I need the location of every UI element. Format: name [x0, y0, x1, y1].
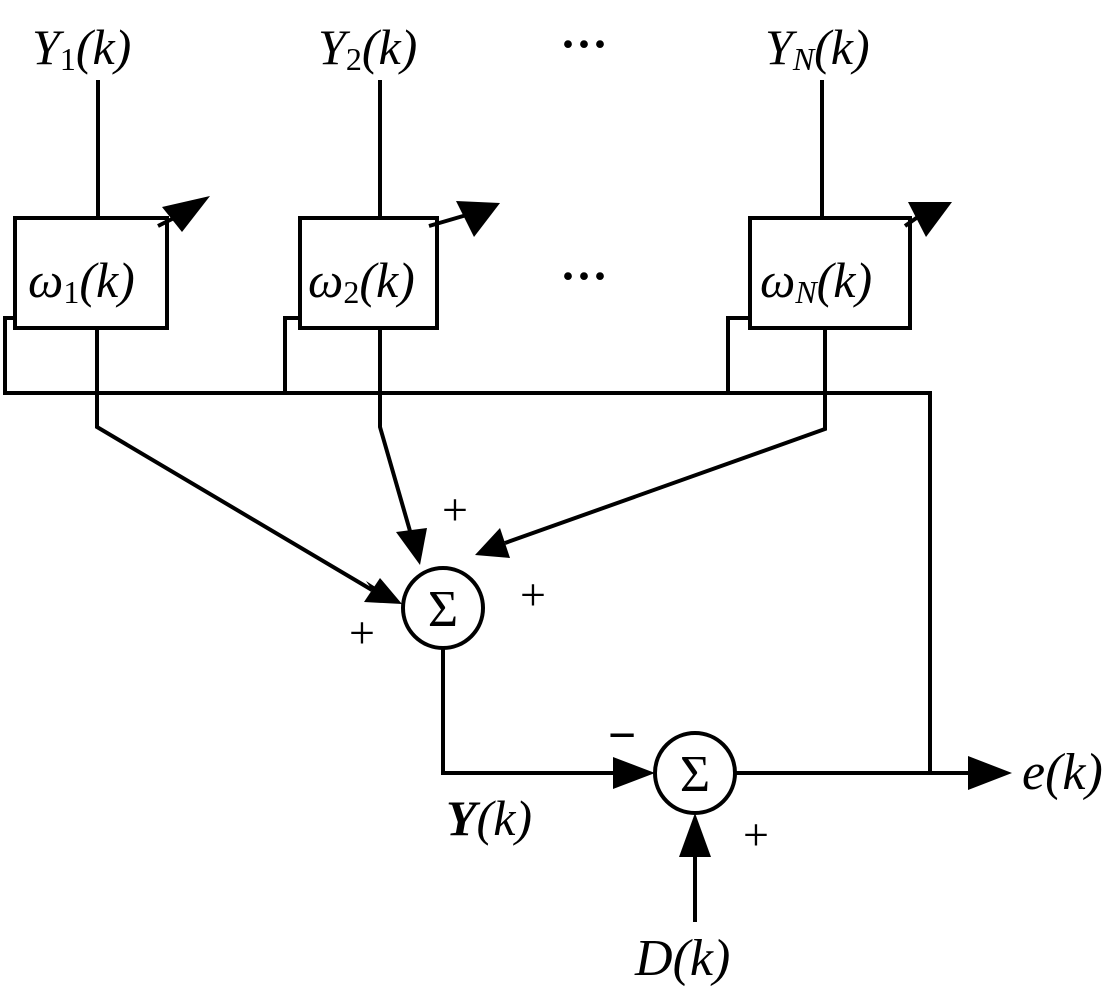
weighted-path-n	[504, 328, 827, 545]
sign-plus-right: +	[520, 569, 546, 620]
adaptive-arrow-icon-n	[903, 202, 952, 237]
arrowhead-output	[613, 757, 655, 789]
weighted-path-2	[378, 328, 412, 532]
ellipsis-top: ···	[560, 18, 608, 71]
weight-box-n	[748, 216, 912, 330]
input-label-1: Y1(k)	[32, 19, 131, 77]
weight-label-n: ωN(k)	[760, 252, 872, 310]
weight-label-2: ω2(k)	[308, 252, 415, 310]
adaptive-arrow-icon-2	[428, 201, 500, 237]
arrowhead-error	[968, 756, 1012, 790]
desired-label: D(k)	[634, 930, 730, 987]
sum-symbol-1: Σ	[428, 581, 458, 638]
output-label: Y(k)	[446, 790, 532, 846]
sign-plus-left: +	[349, 607, 375, 658]
sign-minus: −	[608, 707, 637, 763]
arrowhead-n	[475, 528, 510, 558]
weight-label-1: ω1(k)	[28, 252, 135, 310]
feedback-tap-n	[726, 316, 750, 393]
error-label: e(k)	[1022, 744, 1103, 801]
weighted-path-1	[95, 328, 374, 592]
input-label-2: Y2(k)	[318, 19, 417, 77]
error-feedback-bus	[3, 316, 932, 773]
ellipsis-middle: ···	[560, 250, 608, 303]
sum-symbol-2: Σ	[680, 746, 710, 803]
arrowhead-desired	[679, 813, 711, 857]
adaptive-arrow-icon-1	[157, 196, 210, 232]
output-wire	[441, 648, 620, 775]
weight-box-1	[13, 216, 169, 330]
feedback-tap-2	[283, 316, 300, 393]
sign-plus-bottom: +	[743, 809, 769, 860]
arrowhead-2	[396, 528, 427, 565]
weight-box-2	[298, 216, 439, 330]
sign-plus-top: +	[442, 484, 468, 535]
input-label-n: YN(k)	[765, 19, 870, 77]
